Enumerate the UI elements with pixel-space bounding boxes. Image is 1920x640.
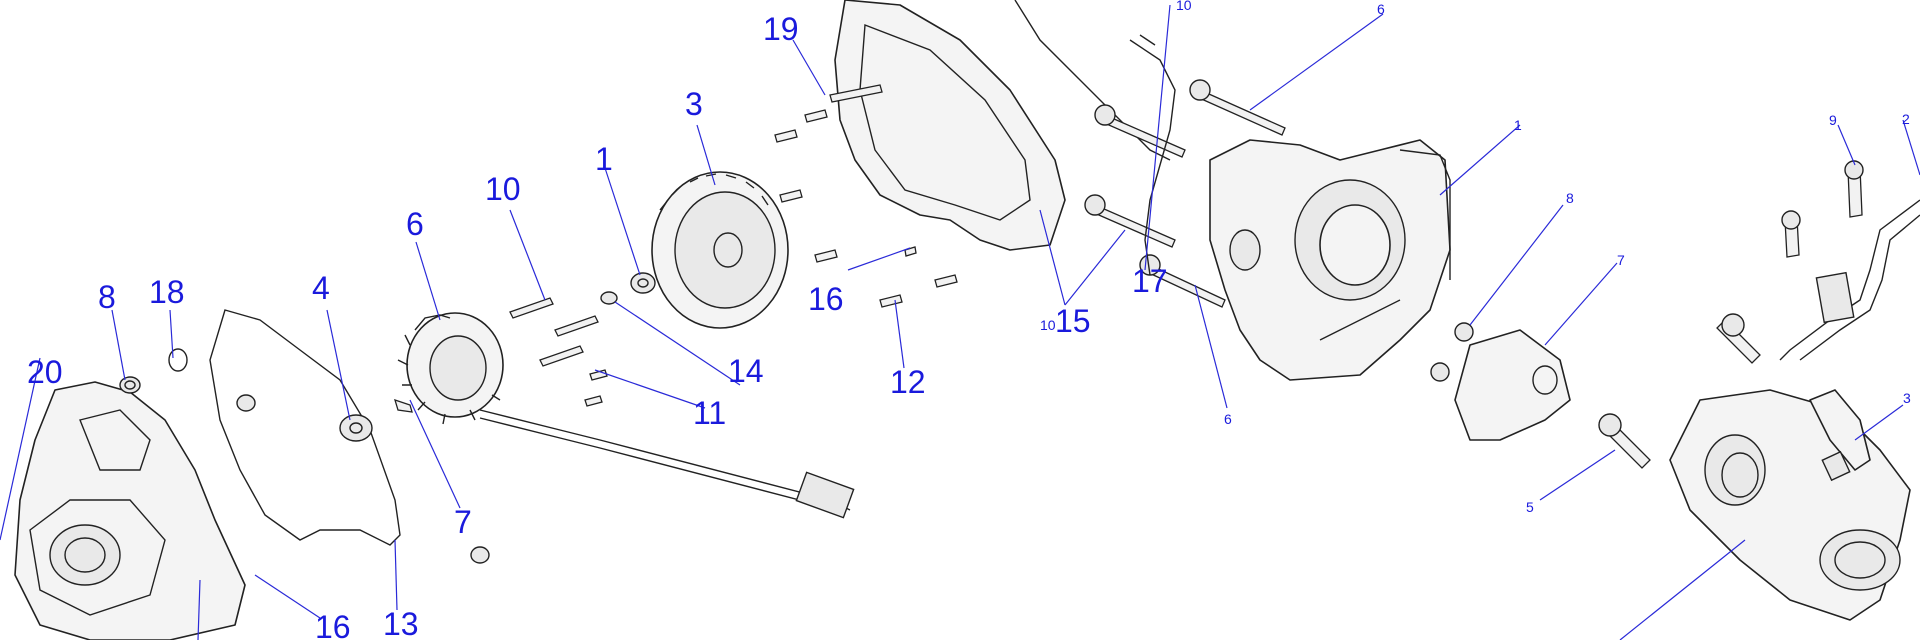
callout-r10: 10: [1176, 0, 1192, 13]
callout-3: 3: [685, 86, 703, 122]
callout-r5: 5: [1526, 499, 1534, 515]
fuel-injector: [1809, 389, 1871, 482]
long-bolts: [1084, 79, 1286, 308]
inner-magneto-cover: [834, 0, 1171, 251]
callout-1: 1: [595, 141, 613, 177]
cover-bolts: [774, 84, 958, 308]
leader-lines: [0, 4, 1920, 640]
stator-bolts: [509, 297, 608, 407]
callout-14: 14: [728, 353, 764, 389]
callout-r7: 7: [1617, 252, 1625, 268]
callout-10: 10: [485, 171, 521, 207]
callout-11: 11: [693, 395, 726, 431]
magneto-cover-housing: [14, 381, 246, 640]
callout-20: 20: [27, 354, 63, 390]
callout-19: 19: [763, 11, 799, 47]
callout-r8: 8: [1566, 190, 1574, 206]
flywheel: [651, 171, 789, 329]
callout-16-center: 16: [808, 281, 844, 317]
callout-18: 18: [149, 274, 185, 310]
callout-r2: 2: [1902, 111, 1910, 127]
callout-r9: 9: [1829, 112, 1837, 128]
seal-and-clip: [119, 348, 188, 394]
callout-13: 13: [383, 606, 419, 640]
throttle-body: [1209, 139, 1451, 381]
wire-bracket: [1129, 34, 1176, 276]
callout-4: 4: [312, 270, 330, 306]
callout-8: 8: [98, 279, 116, 315]
callout-r6-bottom: 6: [1224, 411, 1232, 427]
callout-r6-top: 6: [1377, 1, 1385, 17]
callout-16-lower: 16: [315, 609, 351, 640]
callout-7: 7: [454, 504, 472, 540]
callout-labels: 20 8 18 4 6 10 1 3 19 14 11 7 16 13 16 1…: [27, 0, 1911, 640]
gasket-left: [209, 309, 401, 546]
callout-6: 6: [406, 206, 424, 242]
callout-r1: 1: [1514, 117, 1522, 133]
callout-12: 12: [890, 364, 926, 400]
map-sensor-and-screws: [1430, 322, 1571, 441]
callout-r3: 3: [1903, 390, 1911, 406]
woodruff-key-and-washer: [600, 272, 656, 305]
washer-4: [339, 414, 373, 442]
fuel-rail: [1779, 199, 1920, 361]
callout-17: 17: [1132, 263, 1168, 299]
far-right-bolts: [1598, 160, 1864, 469]
plug-13: [470, 546, 490, 564]
intake-manifold: [1669, 389, 1911, 621]
stator: [394, 312, 855, 519]
callout-15: 15: [1055, 303, 1091, 339]
callout-10-small: 10: [1040, 317, 1056, 333]
